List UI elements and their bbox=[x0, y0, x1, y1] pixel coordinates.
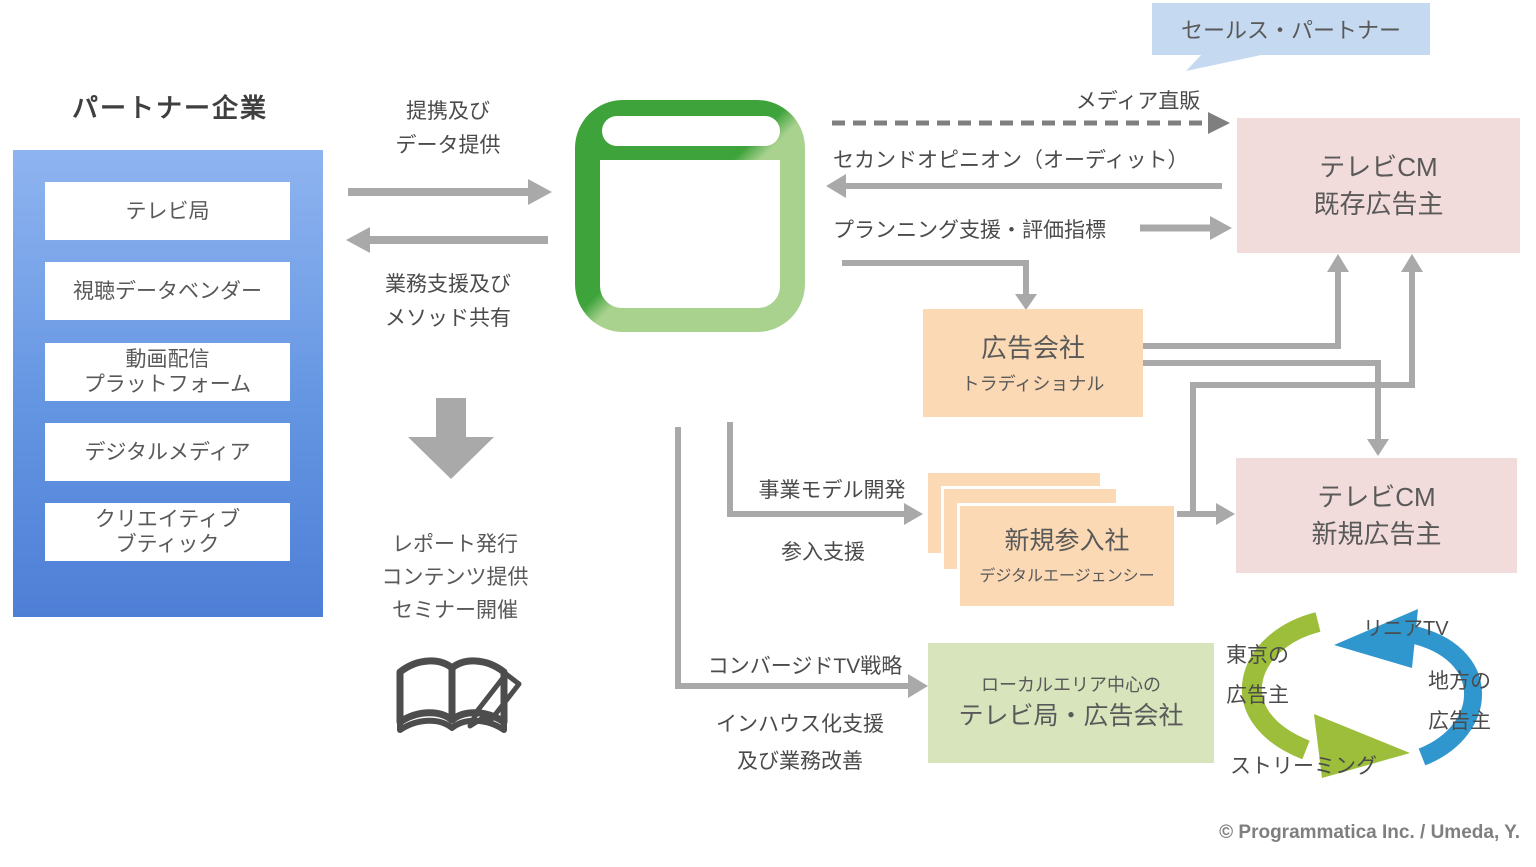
panel-logo-arrows bbox=[346, 179, 552, 253]
label-tie-up: 提携及び データ提供 bbox=[395, 100, 501, 157]
bubble-tail bbox=[1186, 54, 1266, 71]
partner-item-tv-station: テレビ局 bbox=[45, 182, 290, 240]
arrow-agency-existing bbox=[1143, 254, 1349, 349]
partner-item-creative-boutique: クリエイティブ ブティック bbox=[45, 503, 290, 561]
arrow-newcomer-new bbox=[1176, 503, 1235, 525]
copyright-text: © Programmatica Inc. / Umeda, Y. bbox=[1219, 822, 1520, 843]
arrow-media-direct bbox=[832, 112, 1230, 134]
box-local-subtitle: ローカルエリア中心の bbox=[981, 674, 1161, 695]
label-deliverables: レポート発行 コンテンツ提供 セミナー開催 bbox=[381, 533, 529, 622]
arrow-logo-agency bbox=[842, 260, 1037, 310]
arrow-planning bbox=[1140, 216, 1232, 240]
report-book-icon bbox=[396, 657, 522, 733]
box-ad-agency-subtitle: トラディショナル bbox=[961, 373, 1105, 394]
box-new-line2: 新規広告主 bbox=[1311, 518, 1442, 549]
label-linear-tv: リニアTV bbox=[1363, 618, 1449, 640]
label-support: 業務支援及び メソッド共有 bbox=[385, 273, 511, 330]
arrow-logo-local bbox=[675, 427, 928, 698]
label-inhouse: インハウス化支援 及び業務改善 bbox=[716, 713, 884, 773]
arrow-logo-newcomer bbox=[727, 422, 923, 525]
partner-item-digital-media: デジタルメディア bbox=[45, 423, 290, 481]
box-existing-line1: テレビCM bbox=[1319, 151, 1438, 182]
box-new-line1: テレビCM bbox=[1317, 481, 1436, 512]
label-regional-advertisers: 地方の 広告主 bbox=[1428, 670, 1491, 733]
partner-item-data-vendor: 視聴データベンダー bbox=[45, 262, 290, 320]
box-existing-advertisers: テレビCM 既存広告主 bbox=[1237, 118, 1520, 253]
box-ad-agency: 広告会社 トラディショナル bbox=[923, 309, 1143, 417]
label-biz-model: 事業モデル開発 bbox=[758, 479, 906, 502]
box-newcomer-subtitle: デジタルエージェンシー bbox=[979, 567, 1155, 585]
partner-item-video-platform: 動画配信 プラットフォーム bbox=[45, 343, 290, 401]
label-media-direct: メディア直販 bbox=[1075, 90, 1201, 113]
down-arrow bbox=[408, 398, 494, 479]
cycle-arrows-icon bbox=[1241, 609, 1482, 778]
box-ad-agency-title: 広告会社 bbox=[980, 332, 1085, 363]
box-newcomer-front: 新規参入社 デジタルエージェンシー bbox=[957, 503, 1177, 609]
label-converged-tv: コンバージドTV戦略 bbox=[707, 655, 903, 678]
label-second-opinion: セカンドオピニオン（オーディット） bbox=[833, 149, 1189, 172]
box-new-advertisers: テレビCM 新規広告主 bbox=[1236, 458, 1517, 573]
label-tokyo-advertisers: 東京の 広告主 bbox=[1226, 644, 1289, 707]
sales-partner-bubble: セールス・パートナー bbox=[1152, 3, 1430, 55]
partner-panel: テレビ局 視聴データベンダー 動画配信 プラットフォーム デジタルメディア クリ… bbox=[13, 150, 323, 617]
arrow-second-opinion bbox=[826, 174, 1222, 198]
box-local-tv-agency: ローカルエリア中心の テレビ局・広告会社 bbox=[928, 643, 1214, 763]
box-existing-line2: 既存広告主 bbox=[1313, 188, 1444, 219]
label-streaming: ストリーミング bbox=[1230, 755, 1377, 778]
label-entry-support: 参入支援 bbox=[781, 541, 865, 564]
box-local-title: テレビ局・広告会社 bbox=[958, 701, 1184, 730]
label-planning: プランニング支援・評価指標 bbox=[833, 219, 1106, 242]
programmatica-logo-icon bbox=[575, 100, 805, 332]
box-newcomer-title: 新規参入社 bbox=[1004, 526, 1130, 555]
partner-panel-heading: パートナー企業 bbox=[71, 93, 268, 123]
arrow-newcomer-existing bbox=[1190, 254, 1423, 512]
arrow-agency-new bbox=[1143, 360, 1389, 456]
